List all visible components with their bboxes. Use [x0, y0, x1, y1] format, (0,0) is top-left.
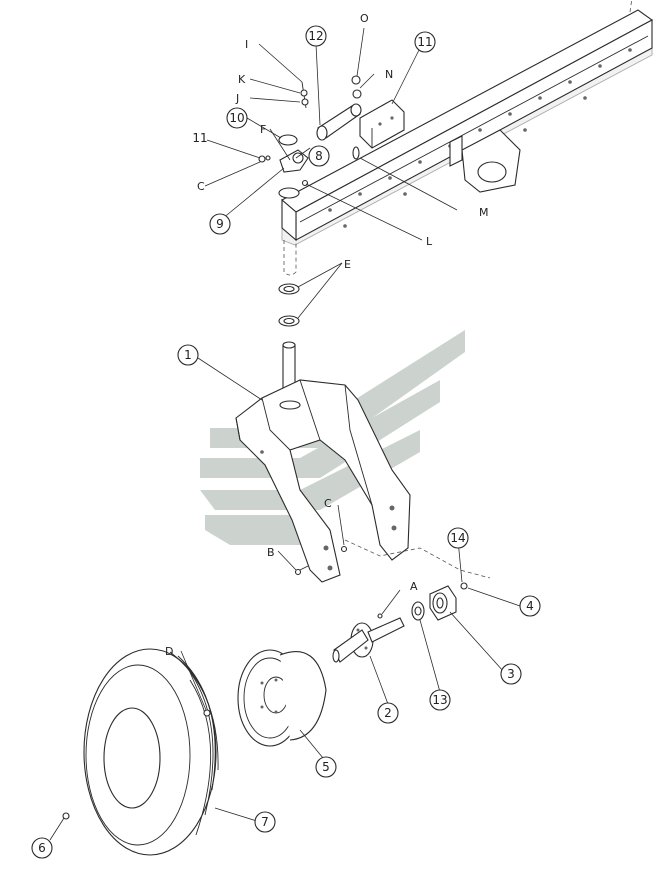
callout-3: 3: [500, 663, 522, 685]
label-I: I: [245, 38, 248, 51]
label-O: O: [360, 12, 369, 25]
washers-e: [278, 283, 300, 327]
callout-1: 1: [177, 344, 199, 366]
svg-text:2: 2: [384, 706, 392, 720]
svg-text:8: 8: [315, 149, 323, 163]
callout-5: 5: [315, 756, 337, 778]
svg-text:11: 11: [417, 35, 432, 49]
callout-2: 2: [377, 702, 399, 724]
beam-holes: [328, 48, 632, 228]
callout-10: 10: [226, 107, 248, 129]
part-13-bearing: [411, 601, 425, 621]
callout-14: 14: [447, 527, 469, 549]
svg-text:11: 11: [192, 131, 207, 145]
upper-hardware: [258, 81, 360, 199]
svg-text:3: 3: [507, 667, 515, 681]
label-F: F: [260, 123, 266, 136]
label-M: M: [479, 206, 489, 219]
svg-text:12: 12: [308, 29, 323, 43]
label-J: J: [235, 92, 239, 105]
callout-9: 9: [209, 213, 231, 235]
label-B: B: [267, 546, 275, 559]
label-D: D: [165, 645, 173, 658]
svg-text:9: 9: [216, 217, 224, 231]
leader-lines: [49, 27, 521, 841]
callout-11-upper: 11: [414, 31, 436, 53]
letter-labels: A B C C D E F I J K L M N O: [165, 12, 489, 658]
part-1-caster-arm: [235, 341, 491, 583]
svg-text:14: 14: [450, 531, 465, 545]
label-N: N: [385, 68, 393, 81]
part-2-hub: [332, 617, 405, 663]
svg-text:1: 1: [184, 348, 192, 362]
label-L: L: [426, 235, 433, 248]
callout-13: 13: [429, 689, 451, 711]
svg-text:6: 6: [38, 841, 46, 855]
part-7-tire: [83, 648, 219, 856]
svg-text:13: 13: [432, 693, 447, 707]
part-3-flange-bearing: [377, 582, 468, 621]
label-C-arm: C: [324, 497, 332, 510]
callout-8: 8: [308, 145, 330, 167]
callout-6: 6: [31, 837, 53, 859]
label-E: E: [344, 258, 351, 271]
svg-text:5: 5: [322, 760, 330, 774]
label-K: K: [238, 73, 246, 86]
callout-12: 12: [305, 25, 327, 47]
part-12-pin: [316, 75, 362, 141]
part-11-bracket: [359, 99, 405, 149]
label-A: A: [410, 580, 418, 593]
frame-beam: [281, 0, 654, 276]
arm-bolts: [294, 545, 348, 576]
svg-text:7: 7: [261, 815, 269, 829]
svg-text:10: 10: [229, 111, 244, 125]
callout-11-left: 11: [192, 131, 207, 145]
label-C-left: C: [197, 180, 205, 193]
callout-4: 4: [519, 595, 541, 617]
callout-7: 7: [254, 811, 276, 833]
part-5-rim: [237, 649, 327, 747]
small-bolts: [62, 709, 211, 820]
svg-text:4: 4: [526, 599, 534, 613]
